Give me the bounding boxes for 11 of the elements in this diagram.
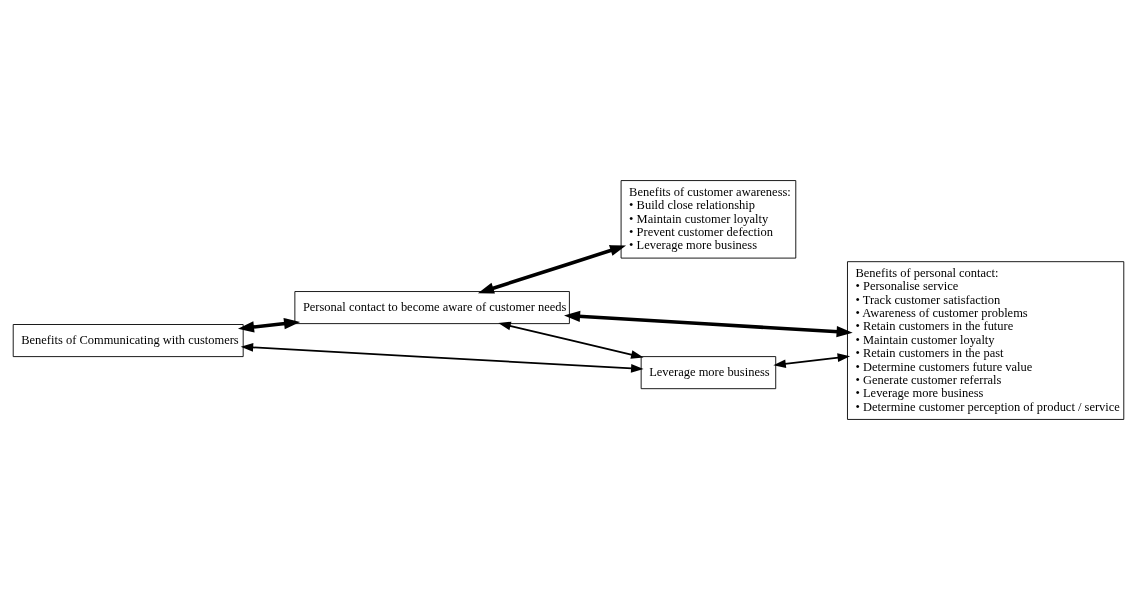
node-box: Benefits of personal contact: • Personalise service • Track customer satisfaction • Awareness of customer problems • Retain customers in the future • Maintain customer loyalty • Retain customers in the past • Determine customers future value • Generate customer referrals • Leverage more business • Determine customer perception of product / service bbox=[847, 260, 1125, 420]
arrow bbox=[498, 321, 644, 359]
arrow bbox=[240, 342, 644, 373]
arrow bbox=[773, 352, 851, 368]
arrow bbox=[564, 310, 853, 337]
node-box: Benefits of Communicating with customers bbox=[12, 323, 244, 357]
arrow bbox=[237, 317, 301, 333]
node-box: Leverage more business bbox=[640, 355, 777, 389]
arrow bbox=[477, 244, 627, 294]
node-box: Personal contact to become aware of customer needs bbox=[294, 290, 570, 324]
node-box: Benefits of customer awareness: • Build close relationship • Maintain customer loyalty • Prevent customer defection • Leverage more business bbox=[620, 179, 797, 259]
